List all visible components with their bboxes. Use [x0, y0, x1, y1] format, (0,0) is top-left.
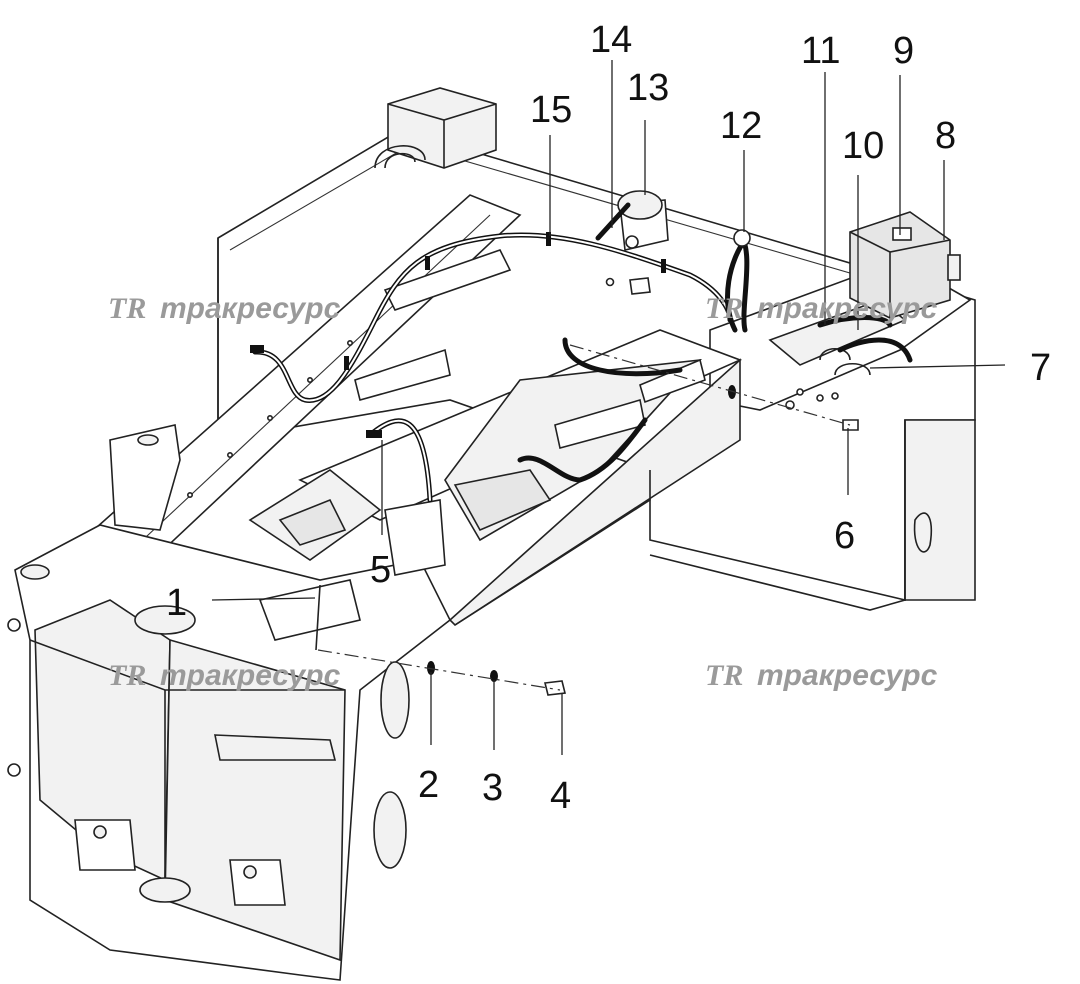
callout-12: 12 — [720, 105, 762, 147]
callout-1: 1 — [166, 582, 187, 624]
callout-13: 13 — [627, 67, 669, 109]
watermark-4: TR тракресурс — [705, 659, 938, 692]
callouts: 1 2 3 4 5 6 7 8 9 10 11 12 13 14 15 — [166, 19, 1051, 817]
watermark-3: TR тракресурс — [108, 659, 341, 692]
callout-14: 14 — [590, 19, 632, 61]
fastener-set-front — [315, 584, 566, 696]
frame-rails — [58, 194, 743, 627]
watermark-logo: TR — [108, 659, 146, 692]
watermark-text: тракресурс — [160, 659, 341, 692]
watermark-logo: TR — [705, 292, 743, 325]
callout-3: 3 — [482, 767, 503, 809]
callout-4: 4 — [550, 775, 571, 817]
watermark-logo: TR — [108, 292, 146, 325]
callout-6: 6 — [834, 515, 855, 557]
callout-11: 11 — [801, 30, 840, 72]
watermark-2: TR тракресурс — [705, 292, 938, 325]
callout-8: 8 — [935, 115, 956, 157]
watermark-1: TR тракресурс — [108, 292, 341, 325]
explode-axis-rear — [569, 344, 851, 426]
leader-lines — [211, 60, 1006, 755]
relay-assembly — [595, 190, 669, 295]
watermark-text: тракресурс — [160, 292, 341, 325]
callout-5: 5 — [370, 549, 391, 591]
watermark-logo: TR — [705, 659, 743, 692]
callout-15: 15 — [530, 89, 572, 131]
callout-10: 10 — [842, 125, 884, 167]
watermark-text: тракресурс — [757, 659, 938, 692]
front-frame — [7, 424, 452, 981]
callout-2: 2 — [418, 764, 439, 806]
callout-7: 7 — [1030, 347, 1051, 389]
wiring-harness — [250, 229, 913, 503]
fastener-set-rear — [728, 385, 859, 431]
explode-axis-front — [317, 649, 561, 691]
callout-9: 9 — [893, 30, 914, 72]
watermark-text: тракресурс — [757, 292, 938, 325]
